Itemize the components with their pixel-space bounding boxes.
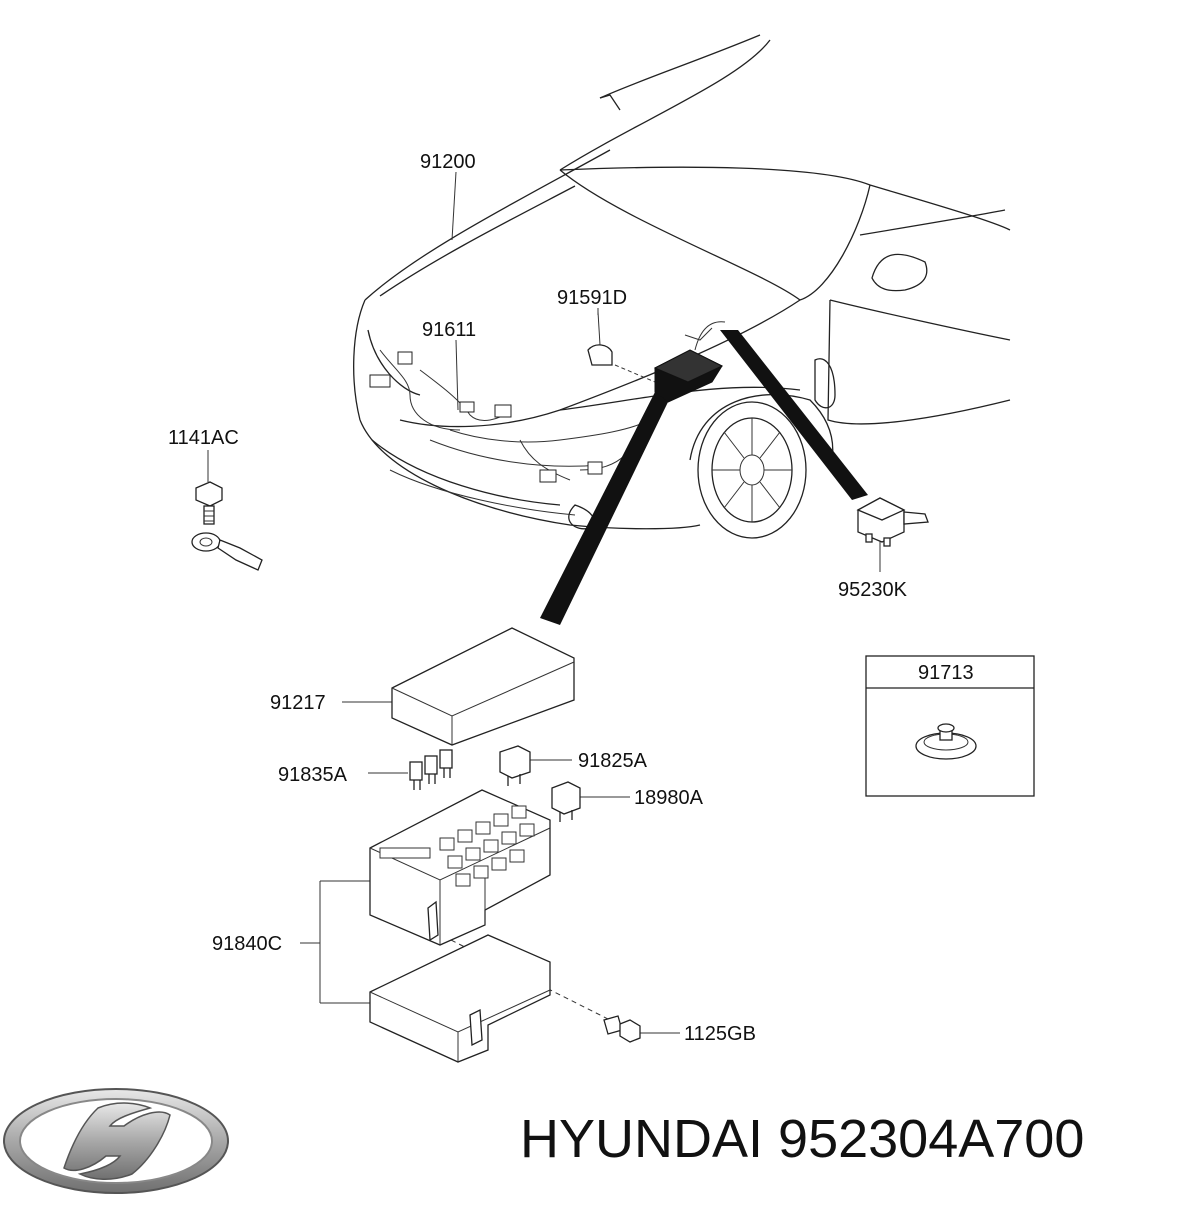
part-number: 952304A700 <box>778 1109 1085 1169</box>
fuse-box-91840C-icon <box>369 789 551 946</box>
callout-swoosh-95230K <box>720 330 868 500</box>
part-title: HYUNDAI 952304A700 <box>520 1108 1190 1178</box>
junction-box-on-car <box>653 321 726 403</box>
label-91591D: 91591D <box>557 287 627 309</box>
label-91713: 91713 <box>918 662 974 684</box>
label-91200: 91200 <box>420 151 476 173</box>
label-1125GB: 1125GB <box>684 1023 756 1045</box>
callout-swoosh-91217 <box>540 392 668 625</box>
leader-lines <box>207 171 881 1034</box>
label-18980A: 18980A <box>634 787 704 809</box>
label-91835A: 91835A <box>278 764 348 786</box>
bolt-1141AC-icon <box>191 481 263 571</box>
clip-91713-icon <box>915 723 977 760</box>
label-91825A: 91825A <box>578 750 648 772</box>
fuse-91825A-icon <box>499 745 531 786</box>
relay-95230K-icon <box>856 497 929 547</box>
bolt-1125GB-icon <box>603 1015 641 1043</box>
fuse-18980A-icon <box>551 781 581 822</box>
fuses-91835A-icon <box>409 749 453 790</box>
wiring-harness-91611 <box>369 349 651 483</box>
inset-box-91713 <box>865 655 1035 797</box>
label-95230K: 95230K <box>838 579 908 601</box>
label-91611: 91611 <box>422 319 476 341</box>
connector-91591D <box>587 311 656 383</box>
label-91217: 91217 <box>270 692 326 714</box>
fuse-box-lower-91840C-icon <box>369 934 551 1063</box>
hyundai-logo-icon <box>3 1088 229 1194</box>
brand-name: HYUNDAI <box>520 1109 764 1169</box>
label-91840C: 91840C <box>212 933 282 955</box>
cover-91217-icon <box>391 627 575 746</box>
label-1141AC: 1141AC <box>168 427 239 449</box>
car-body <box>353 34 1011 539</box>
